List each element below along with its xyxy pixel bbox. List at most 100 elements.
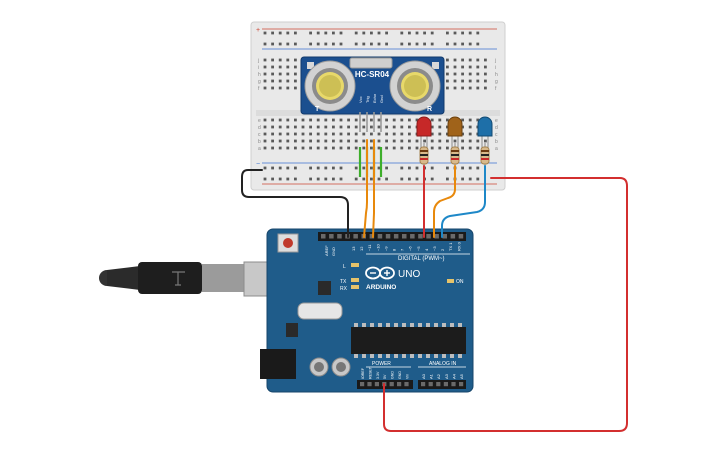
breadboard-hole[interactable] [476, 139, 480, 143]
rail-hole[interactable] [461, 31, 464, 35]
breadboard-hole[interactable] [408, 125, 411, 129]
breadboard-hole[interactable] [362, 139, 366, 143]
rail-hole[interactable] [446, 42, 449, 46]
breadboard-hole[interactable] [271, 65, 274, 69]
rail-hole[interactable] [385, 177, 388, 181]
reset-button[interactable] [277, 233, 299, 253]
rail-hole[interactable] [415, 166, 419, 170]
breadboard-hole[interactable] [400, 125, 404, 129]
breadboard-hole[interactable] [392, 146, 396, 150]
breadboard-hole[interactable] [347, 132, 350, 136]
breadboard-hole[interactable] [461, 79, 464, 83]
breadboard-hole[interactable] [446, 72, 449, 76]
breadboard-hole[interactable] [271, 146, 274, 150]
header-pin[interactable] [393, 234, 399, 239]
breadboard-hole[interactable] [301, 125, 305, 129]
rail-hole[interactable] [278, 31, 282, 35]
rail-hole[interactable] [430, 177, 434, 181]
orange-led[interactable] [447, 116, 463, 150]
breadboard-hole[interactable] [301, 139, 305, 143]
breadboard-hole[interactable] [263, 72, 267, 76]
breadboard-hole[interactable] [278, 132, 282, 136]
rail-hole[interactable] [294, 177, 297, 181]
breadboard-hole[interactable] [286, 146, 290, 150]
rail-hole[interactable] [309, 166, 312, 170]
breadboard-hole[interactable] [278, 139, 282, 143]
power-pin[interactable] [389, 382, 394, 387]
breadboard-hole[interactable] [461, 139, 464, 143]
analog-pin[interactable] [443, 382, 448, 387]
breadboard-hole[interactable] [377, 132, 381, 136]
breadboard-hole[interactable] [370, 125, 373, 129]
rail-hole[interactable] [415, 42, 419, 46]
breadboard-hole[interactable] [461, 72, 464, 76]
breadboard-hole[interactable] [385, 146, 388, 150]
breadboard-hole[interactable] [271, 125, 274, 129]
breadboard-hole[interactable] [468, 65, 472, 69]
black-gnd-wire[interactable] [241, 169, 349, 238]
rail-hole[interactable] [423, 42, 426, 46]
rail-hole[interactable] [278, 42, 282, 46]
breadboard-hole[interactable] [476, 146, 480, 150]
breadboard-hole[interactable] [347, 146, 350, 150]
breadboard-hole[interactable] [263, 132, 267, 136]
breadboard-hole[interactable] [286, 65, 290, 69]
rail-hole[interactable] [324, 31, 328, 35]
breadboard-hole[interactable] [476, 65, 480, 69]
breadboard-hole[interactable] [316, 125, 320, 129]
header-pin[interactable] [450, 234, 456, 239]
rail-hole[interactable] [408, 177, 411, 181]
header-pin[interactable] [458, 234, 464, 239]
header-pin[interactable] [377, 234, 383, 239]
breadboard-hole[interactable] [263, 146, 267, 150]
rail-hole[interactable] [354, 31, 358, 35]
breadboard-hole[interactable] [263, 125, 267, 129]
red-5v-wire[interactable] [383, 177, 628, 432]
breadboard-hole[interactable] [332, 118, 335, 122]
breadboard-hole[interactable] [286, 132, 290, 136]
rail-hole[interactable] [294, 31, 297, 35]
breadboard-hole[interactable] [271, 139, 274, 143]
analog-pin[interactable] [436, 382, 441, 387]
breadboard-hole[interactable] [271, 86, 274, 90]
breadboard-hole[interactable] [446, 118, 449, 122]
breadboard-hole[interactable] [301, 146, 305, 150]
breadboard-hole[interactable] [354, 139, 358, 143]
rail-hole[interactable] [354, 177, 358, 181]
breadboard-hole[interactable] [263, 58, 267, 62]
rail-hole[interactable] [476, 31, 480, 35]
header-pin[interactable] [385, 234, 391, 239]
rail-hole[interactable] [461, 42, 464, 46]
breadboard-hole[interactable] [377, 125, 381, 129]
rail-hole[interactable] [362, 31, 366, 35]
breadboard-hole[interactable] [438, 118, 442, 122]
breadboard-hole[interactable] [400, 146, 404, 150]
rail-hole[interactable] [309, 177, 312, 181]
rail-hole[interactable] [271, 42, 274, 46]
header-pin[interactable] [329, 234, 334, 239]
power-pin[interactable] [360, 382, 365, 387]
rail-hole[interactable] [408, 42, 411, 46]
breadboard-hole[interactable] [309, 125, 312, 129]
rail-hole[interactable] [362, 42, 366, 46]
breadboard-hole[interactable] [324, 125, 328, 129]
breadboard-hole[interactable] [324, 118, 328, 122]
breadboard-hole[interactable] [392, 118, 396, 122]
orange-wire-echo[interactable] [372, 139, 376, 238]
breadboard-hole[interactable] [271, 132, 274, 136]
rail-hole[interactable] [354, 42, 358, 46]
breadboard-hole[interactable] [339, 146, 343, 150]
power-pin[interactable] [404, 382, 409, 387]
breadboard-hole[interactable] [446, 86, 449, 90]
rail-hole[interactable] [271, 177, 274, 181]
rail-hole[interactable] [408, 166, 411, 170]
breadboard-hole[interactable] [453, 139, 457, 143]
breadboard-hole[interactable] [468, 79, 472, 83]
breadboard-hole[interactable] [468, 72, 472, 76]
breadboard-hole[interactable] [476, 118, 480, 122]
breadboard-hole[interactable] [294, 139, 297, 143]
breadboard-hole[interactable] [332, 146, 335, 150]
breadboard-hole[interactable] [286, 125, 290, 129]
breadboard-hole[interactable] [286, 79, 290, 83]
